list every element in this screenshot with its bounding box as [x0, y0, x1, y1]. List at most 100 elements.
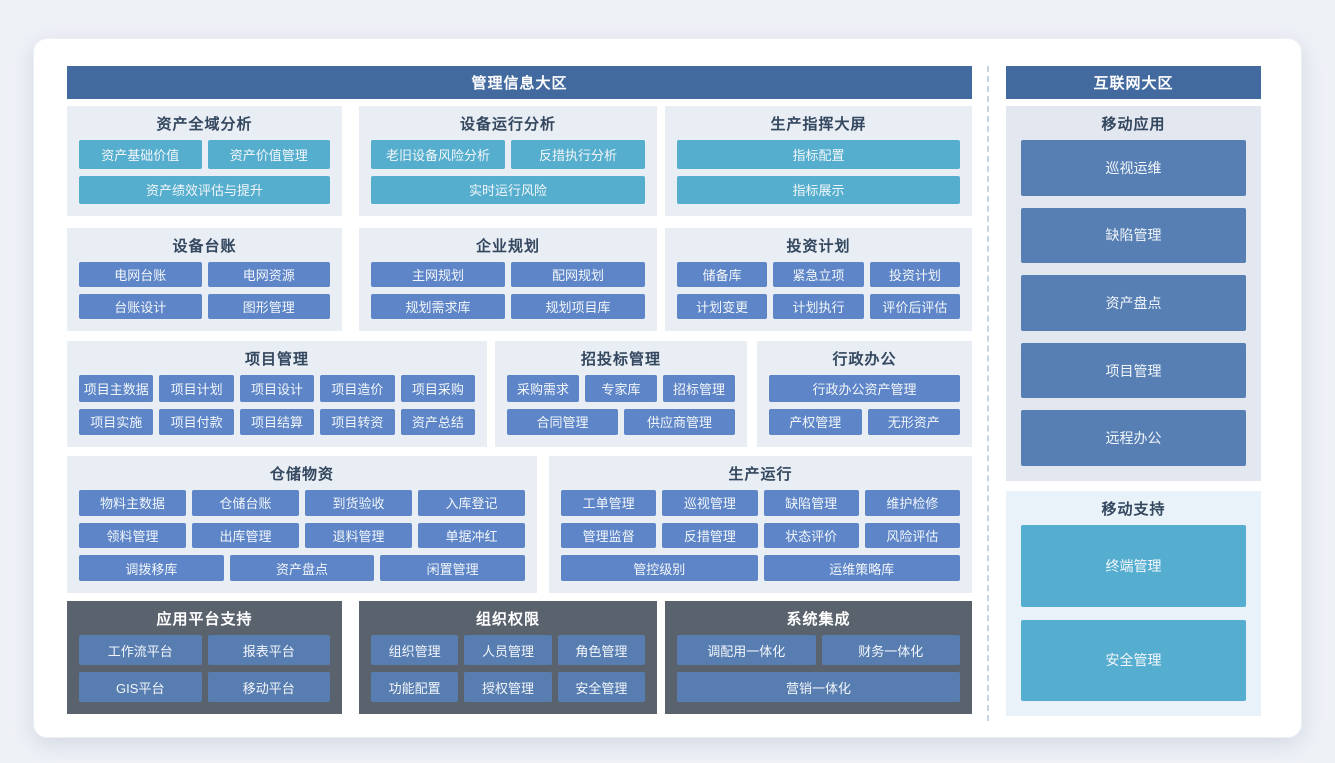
module-button[interactable]: 调配用一体化: [677, 635, 816, 665]
module-button[interactable]: 资产绩效评估与提升: [79, 175, 330, 204]
module-button[interactable]: 安全管理: [1021, 619, 1246, 701]
module-row: 工作流平台报表平台: [79, 635, 330, 665]
module-button[interactable]: 缺陷管理: [763, 490, 859, 516]
module-button[interactable]: 维护检修: [864, 490, 960, 516]
module-button[interactable]: 项目付款: [159, 408, 234, 435]
module-button[interactable]: 采购需求: [507, 375, 579, 402]
module-button[interactable]: 无形资产: [867, 408, 960, 435]
module-button[interactable]: 招标管理: [663, 375, 735, 402]
module-button[interactable]: 项目实施: [79, 408, 154, 435]
module-button[interactable]: 角色管理: [557, 635, 645, 665]
module-row: 实时运行风险: [371, 175, 645, 204]
module-button[interactable]: 合同管理: [507, 408, 618, 435]
module-button[interactable]: 电网台账: [79, 262, 202, 287]
module-button[interactable]: 仓储台账: [192, 490, 299, 516]
module-button[interactable]: 单据冲红: [418, 522, 525, 549]
module-button[interactable]: 项目造价: [320, 375, 395, 402]
module-button[interactable]: 实时运行风险: [371, 175, 645, 204]
module-button[interactable]: 规划需求库: [371, 294, 505, 319]
group-system-integration: 系统集成调配用一体化财务一体化营销一体化: [665, 601, 972, 714]
module-button[interactable]: 物料主数据: [79, 490, 186, 516]
module-button[interactable]: 计划执行: [773, 294, 864, 319]
module-button[interactable]: 储备库: [677, 262, 768, 287]
module-button[interactable]: 资产盘点: [1021, 275, 1246, 331]
module-button[interactable]: 资产基础价值: [79, 140, 202, 169]
module-row: 指标展示: [677, 175, 960, 204]
module-button[interactable]: 紧急立项: [773, 262, 864, 287]
module-button[interactable]: 远程办公: [1021, 410, 1246, 466]
module-button[interactable]: 台账设计: [79, 294, 202, 319]
module-button[interactable]: 老旧设备风险分析: [371, 140, 505, 169]
module-button[interactable]: 评价后评估: [869, 294, 960, 319]
module-button[interactable]: 项目设计: [239, 375, 315, 402]
module-row: 计划变更计划执行评价后评估: [677, 294, 960, 319]
module-button[interactable]: 计划变更: [677, 294, 768, 319]
group-enterprise-planning: 企业规划主网规划配网规划规划需求库规划项目库: [359, 228, 657, 331]
module-button[interactable]: 财务一体化: [821, 635, 960, 665]
module-button[interactable]: 项目结算: [239, 408, 315, 435]
module-button[interactable]: 指标配置: [677, 140, 960, 169]
module-button[interactable]: 功能配置: [371, 672, 459, 702]
module-button[interactable]: 规划项目库: [511, 294, 645, 319]
module-button[interactable]: GIS平台: [79, 672, 202, 702]
module-button[interactable]: 项目计划: [159, 375, 234, 402]
module-button[interactable]: 管理监督: [561, 522, 657, 549]
module-button[interactable]: 人员管理: [464, 635, 552, 665]
module-button[interactable]: 资产总结: [400, 408, 476, 435]
module-row: 管控级别运维策略库: [561, 555, 960, 582]
module-button[interactable]: 图形管理: [207, 294, 330, 319]
module-button[interactable]: 出库管理: [192, 522, 299, 549]
module-button[interactable]: 配网规划: [511, 262, 645, 287]
module-button[interactable]: 电网资源: [207, 262, 330, 287]
module-row: 巡视运维: [1021, 140, 1246, 196]
module-button[interactable]: 安全管理: [557, 672, 645, 702]
group-warehouse-materials: 仓储物资物料主数据仓储台账到货验收入库登记领料管理出库管理退料管理单据冲红调拨移…: [67, 456, 537, 593]
module-button[interactable]: 调拨移库: [79, 555, 224, 582]
module-button[interactable]: 入库登记: [418, 490, 525, 516]
module-button[interactable]: 工单管理: [561, 490, 657, 516]
group-title: 企业规划: [475, 237, 540, 255]
module-button[interactable]: 巡视管理: [662, 490, 758, 516]
module-row: 功能配置授权管理安全管理: [371, 672, 645, 702]
group-title: 应用平台支持: [156, 610, 253, 628]
module-button[interactable]: 授权管理: [464, 672, 552, 702]
module-button[interactable]: 风险评估: [864, 522, 960, 549]
module-button[interactable]: 项目转资: [320, 408, 395, 435]
module-button[interactable]: 领料管理: [79, 522, 186, 549]
module-button[interactable]: 产权管理: [769, 408, 862, 435]
module-button[interactable]: 反措管理: [662, 522, 758, 549]
module-button[interactable]: 指标展示: [677, 175, 960, 204]
group-mobile-support: 移动支持终端管理安全管理: [1006, 491, 1261, 716]
module-button[interactable]: 到货验收: [305, 490, 412, 516]
module-button[interactable]: 项目采购: [400, 375, 476, 402]
module-button[interactable]: 组织管理: [371, 635, 459, 665]
group-title: 生产指挥大屏: [770, 115, 867, 133]
module-button[interactable]: 营销一体化: [677, 672, 960, 702]
module-button[interactable]: 移动平台: [207, 672, 330, 702]
module-button[interactable]: 终端管理: [1021, 525, 1246, 607]
module-button[interactable]: 资产盘点: [229, 555, 375, 582]
module-row: 指标配置: [677, 140, 960, 169]
module-row: GIS平台移动平台: [79, 672, 330, 702]
module-button[interactable]: 缺陷管理: [1021, 207, 1246, 264]
module-button[interactable]: 资产价值管理: [207, 140, 330, 169]
module-button[interactable]: 供应商管理: [624, 408, 735, 435]
module-row: 组织管理人员管理角色管理: [371, 635, 645, 665]
module-button[interactable]: 主网规划: [371, 262, 505, 287]
module-button[interactable]: 运维策略库: [763, 555, 960, 582]
module-button[interactable]: 闲置管理: [380, 555, 526, 582]
group-production-command-screen: 生产指挥大屏指标配置指标展示: [665, 106, 972, 216]
module-button[interactable]: 专家库: [585, 375, 657, 402]
module-button[interactable]: 项目主数据: [79, 375, 154, 402]
module-button[interactable]: 报表平台: [207, 635, 330, 665]
module-button[interactable]: 反措执行分析: [511, 140, 645, 169]
module-button[interactable]: 项目管理: [1021, 342, 1246, 399]
module-button[interactable]: 巡视运维: [1021, 140, 1246, 196]
module-button[interactable]: 状态评价: [763, 522, 859, 549]
module-button[interactable]: 行政办公资产管理: [769, 375, 960, 402]
module-button[interactable]: 管控级别: [561, 555, 758, 582]
module-button[interactable]: 工作流平台: [79, 635, 202, 665]
module-button[interactable]: 退料管理: [305, 522, 412, 549]
module-button[interactable]: 投资计划: [869, 262, 960, 287]
